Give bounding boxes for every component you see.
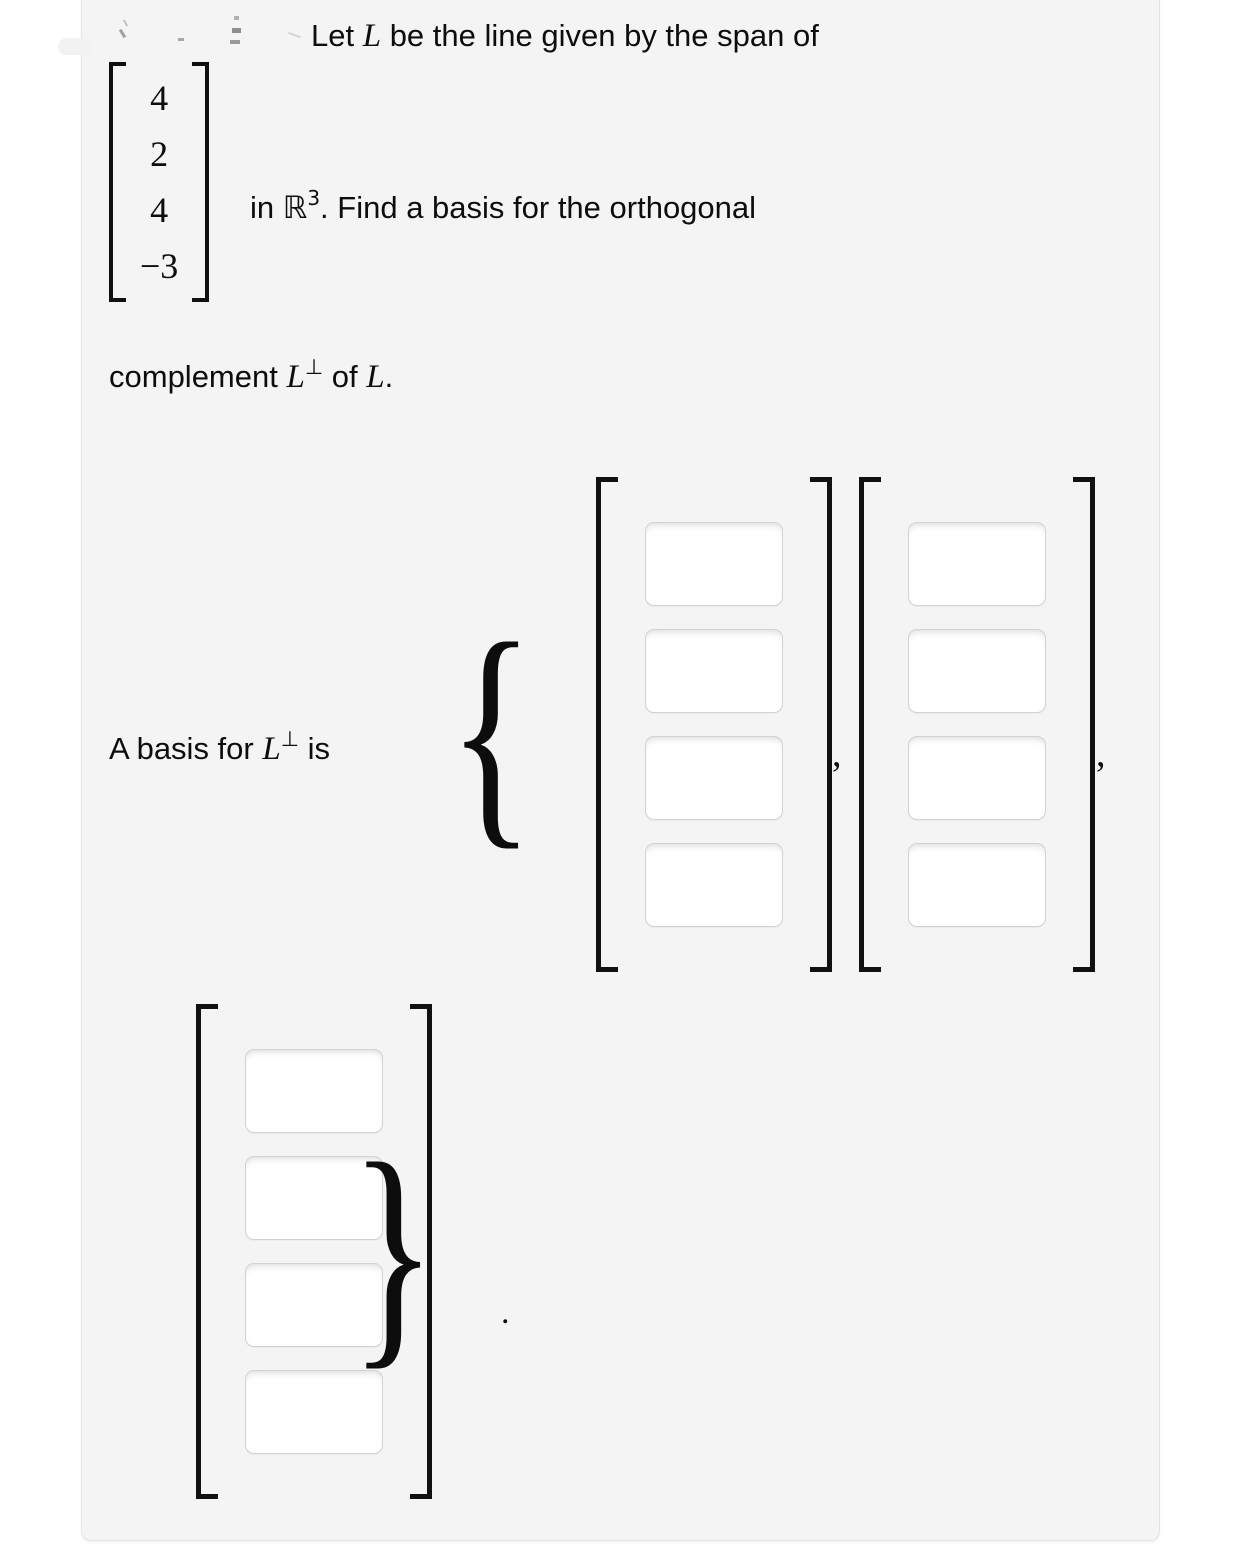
line-variable-L: L [286,359,305,395]
problem-line-2-suffix: . Find a basis for the orthogonal [320,190,757,225]
left-bracket [596,477,618,972]
basis-vector-3-entry-3[interactable] [245,1263,383,1347]
left-bracket [196,1004,218,1499]
problem-content-panel: Let L be the line given by the span of 4… [81,0,1160,1541]
problem-line-3-period: . [384,359,394,394]
vector-separator-comma: , [1096,733,1106,775]
right-bracket [1073,477,1095,972]
problem-line-3-suffix: of [323,359,367,394]
span-vector-entry: 4 [150,190,169,230]
final-period: . [501,1294,510,1331]
basis-vector-2 [859,477,1095,972]
line-variable-L: L [362,18,382,54]
clipped-text-artifact [234,16,239,20]
answer-label-prefix: A basis for [109,731,263,766]
open-brace: { [448,593,535,870]
right-bracket [192,62,210,302]
basis-vector-3 [196,1004,432,1499]
reals-symbol: ℝ [282,190,308,226]
side-handle-nub[interactable] [58,38,92,55]
problem-line-2-prefix: in [250,190,283,225]
span-vector-entry: −3 [140,246,179,286]
problem-line-1-prefix: Let [311,18,363,53]
answer-label-suffix: is [299,731,331,766]
line-variable-L: L [262,731,281,767]
answer-label: A basis for L⊥ is [109,727,330,768]
clipped-text-artifact [288,31,301,39]
line-variable-L: L [366,359,385,395]
left-bracket [109,62,126,302]
vector-separator-comma: , [832,733,842,775]
right-bracket [810,477,832,972]
basis-vector-2-entry-3[interactable] [908,736,1046,820]
problem-line-3-prefix: complement [109,359,287,394]
problem-line-1: Let L be the line given by the span of [311,20,819,53]
basis-vector-1-entry-4[interactable] [645,843,783,927]
clipped-text-artifact [230,40,240,44]
span-vector-entries: 4 2 4 −3 [126,62,192,302]
basis-vector-3-entry-2[interactable] [245,1156,383,1240]
perp-symbol: ⊥ [280,727,300,751]
clipped-text-artifact [232,28,241,33]
span-vector: 4 2 4 −3 [109,62,210,302]
perp-symbol: ⊥ [304,355,324,379]
basis-vector-2-entry-2[interactable] [908,629,1046,713]
basis-vector-3-inputs [218,1004,410,1499]
basis-vector-1-entry-2[interactable] [645,629,783,713]
clipped-text-artifact [178,38,184,41]
span-vector-entry: 2 [150,134,169,174]
close-brace: } [350,1113,437,1390]
basis-vector-1 [596,477,832,972]
basis-vector-1-entry-1[interactable] [645,522,783,606]
problem-line-3: complement L⊥ of L. [109,357,393,394]
basis-vector-2-inputs [881,477,1073,972]
basis-vector-3-entry-1[interactable] [245,1049,383,1133]
problem-line-2: in ℝ3. Find a basis for the orthogonal [250,188,756,224]
right-bracket [410,1004,432,1499]
basis-vector-3-entry-4[interactable] [245,1370,383,1454]
left-bracket [859,477,881,972]
basis-vector-2-entry-4[interactable] [908,843,1046,927]
problem-line-1-suffix: be the line given by the span of [381,18,819,53]
basis-vector-1-inputs [618,477,810,972]
clipped-text-artifact [122,19,129,27]
basis-vector-2-entry-1[interactable] [908,522,1046,606]
span-vector-entry: 4 [150,78,169,118]
reals-exponent: 3 [307,186,321,210]
clipped-text-artifact [118,28,127,39]
basis-vector-1-entry-3[interactable] [645,736,783,820]
